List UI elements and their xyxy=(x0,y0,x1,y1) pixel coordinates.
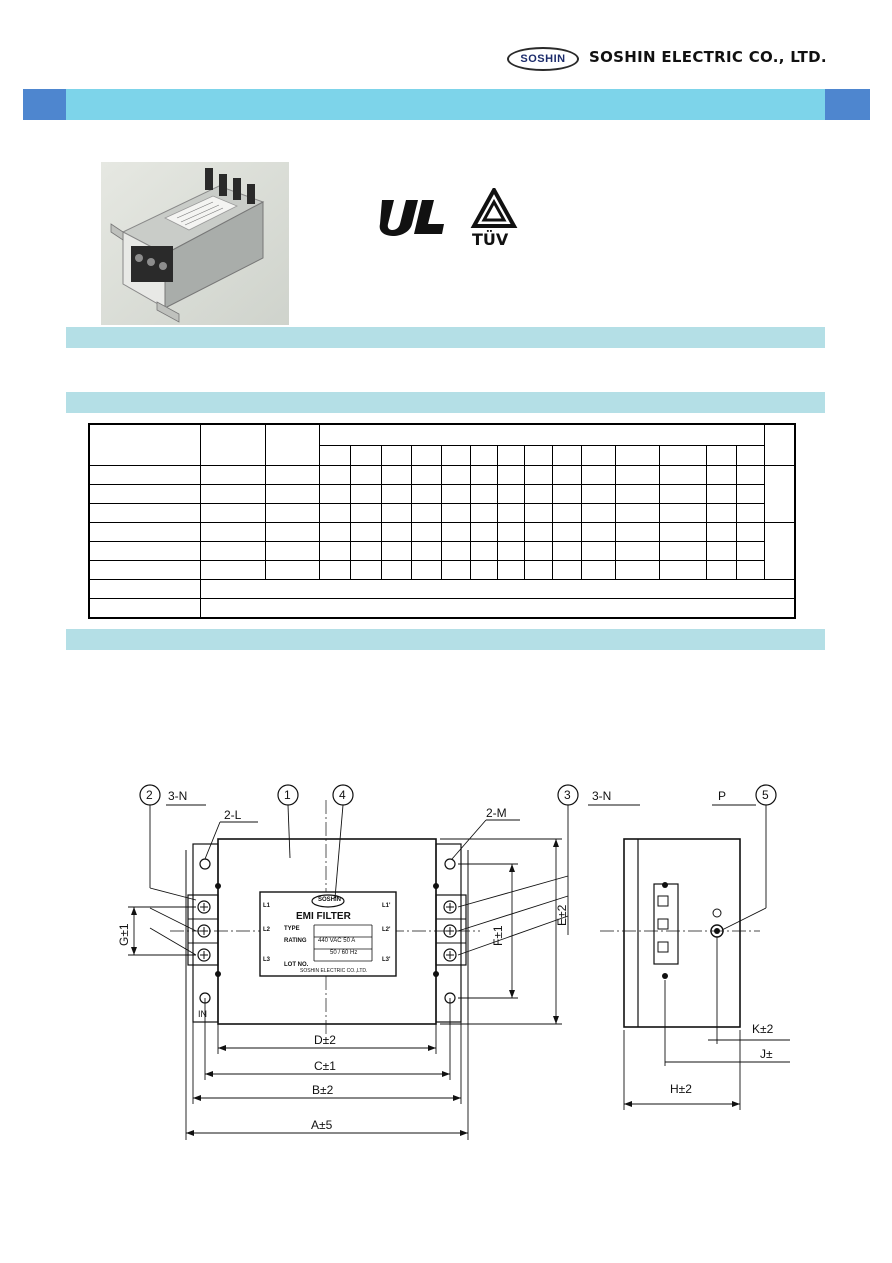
ul-recognized-icon xyxy=(372,194,448,245)
side-view-body xyxy=(623,838,741,1028)
section-bar-dimensions xyxy=(66,629,825,650)
company-logo: SOSHIN xyxy=(507,47,579,71)
table-row xyxy=(88,579,796,600)
title-band xyxy=(66,89,825,120)
tuv-triangle-icon: TÜV xyxy=(470,185,518,255)
section-bar-features xyxy=(66,327,825,348)
product-photo xyxy=(101,162,289,325)
table-row xyxy=(88,502,795,523)
table-row xyxy=(88,598,796,619)
table-row xyxy=(88,464,796,523)
table-row xyxy=(88,521,796,581)
title-band-right-block xyxy=(825,89,870,120)
section-bar-specifications xyxy=(66,392,825,413)
product-label xyxy=(259,891,397,977)
table-header-cell xyxy=(88,423,202,466)
table-header-cell xyxy=(200,423,266,466)
table-row xyxy=(88,560,795,581)
table-header-cell xyxy=(764,423,796,466)
company-name: SOSHIN ELECTRIC CO., LTD. xyxy=(589,48,827,66)
logo-text: SOSHIN xyxy=(520,53,566,65)
tuv-label: TÜV xyxy=(472,230,509,249)
title-band-left-block xyxy=(23,89,66,120)
spec-table xyxy=(88,423,796,619)
